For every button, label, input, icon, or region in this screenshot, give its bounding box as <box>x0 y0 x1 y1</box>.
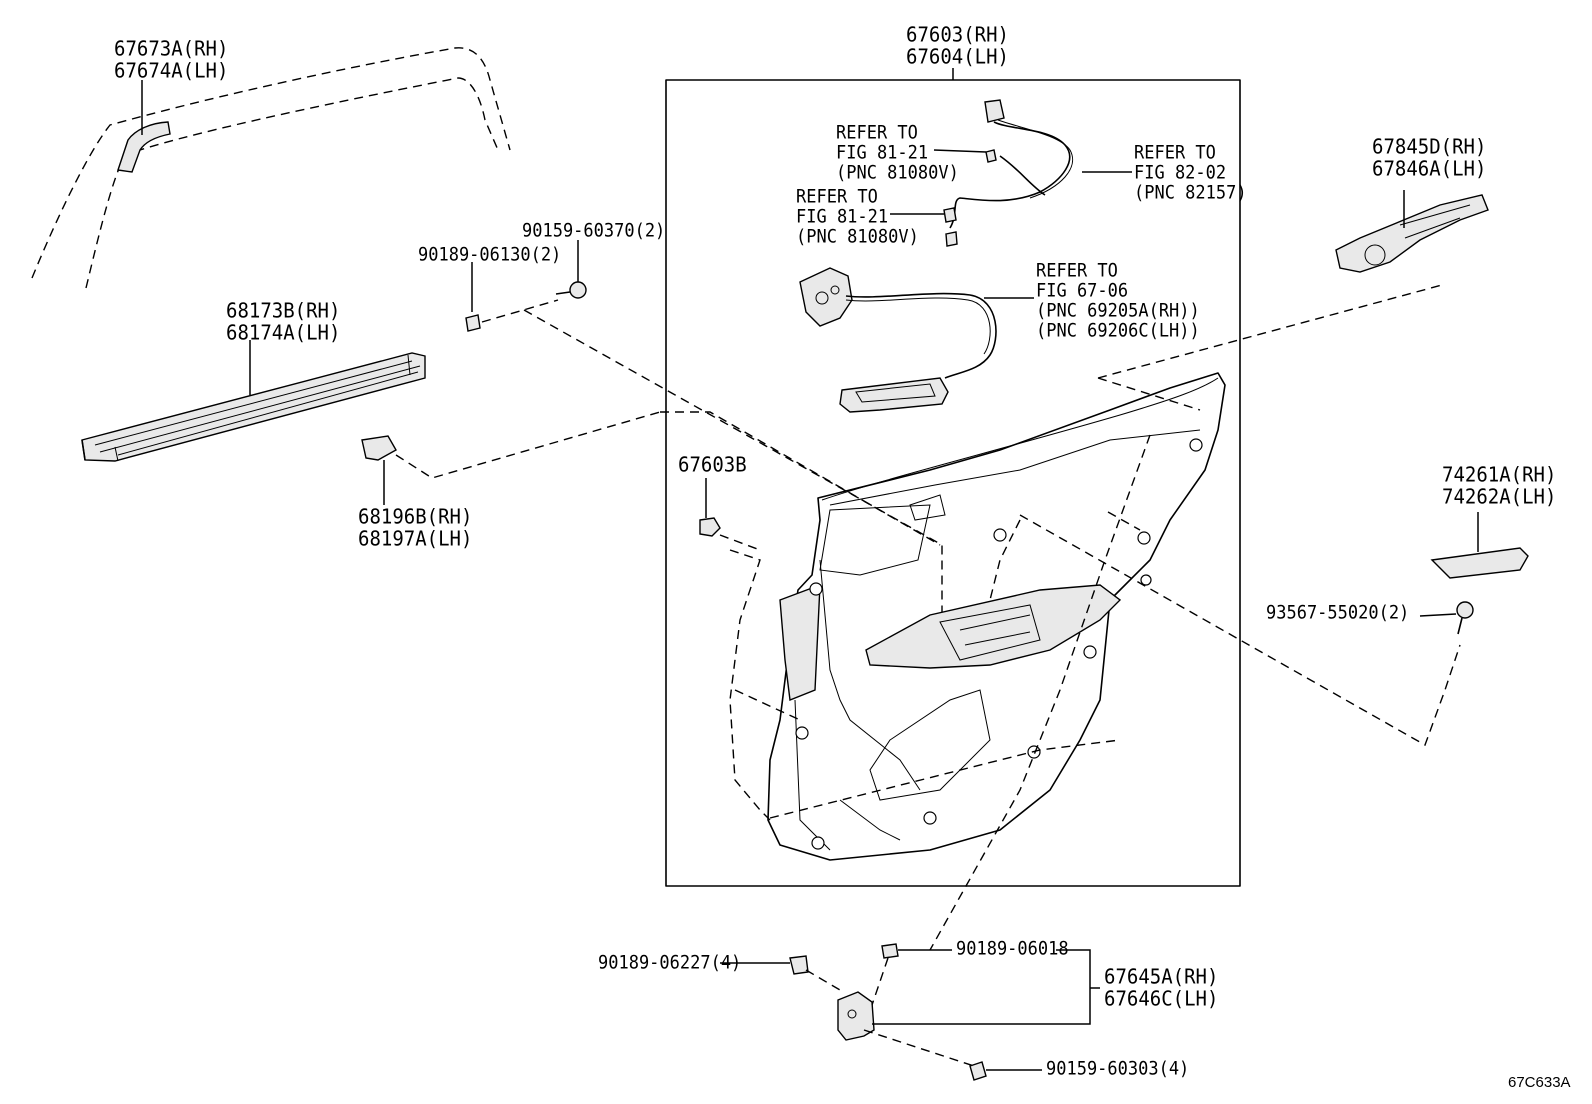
screw-c-part <box>969 1061 987 1081</box>
ref-wiring-3-line1: REFER TO <box>796 186 878 208</box>
belt-weatherstrip-label-rh: 68173B(RH) <box>226 299 341 323</box>
belt-weatherstrip-part <box>81 352 426 462</box>
ref-wiring-2-line2: FIG 82-02 <box>1134 162 1227 184</box>
ref-wiring-2-line1: REFER TO <box>1134 142 1216 164</box>
ref-wiring-3-line3: (PNC 81080V) <box>796 226 919 248</box>
bracket-label-rh: 67645A(RH) <box>1104 965 1219 989</box>
clip-a-label: 90189-06130(2) <box>418 244 562 266</box>
switch-base-label-rh: 67845D(RH) <box>1372 135 1487 159</box>
screw-c-label: 90159-60303(4) <box>1046 1058 1190 1080</box>
door-frame-outline <box>31 47 511 289</box>
weatherstrip-clip-label-lh: 68197A(LH) <box>358 527 473 551</box>
door-trim-panel-part <box>767 372 1226 861</box>
bracket-label-lh: 67646C(LH) <box>1104 987 1219 1011</box>
figure-id: 67C633A <box>1508 1074 1571 1091</box>
switch-base-label-lh: 67846A(LH) <box>1372 157 1487 181</box>
clip-b-label: 90189-06227(4) <box>598 952 742 974</box>
switch-base-part <box>1335 194 1489 273</box>
door-trim-panel-label-rh: 67603(RH) <box>906 23 1009 47</box>
panel-clip-label: 67603B <box>678 453 747 477</box>
belt-moulding-label-rh: 67673A(RH) <box>114 37 229 61</box>
clip-a-part <box>465 314 481 332</box>
ref-wiring-1-line3: (PNC 81080V) <box>836 162 959 184</box>
ref-wiring-1-line2: FIG 81-21 <box>836 142 929 164</box>
inner-handle-part <box>799 267 997 413</box>
ref-handle-line3: (PNC 69205A(RH)) <box>1036 300 1200 322</box>
clip-b-part <box>789 955 809 975</box>
screw-a-part <box>555 281 587 299</box>
wiring-harness-part <box>943 99 1073 247</box>
ref-wiring-1-line1: REFER TO <box>836 122 918 144</box>
screw-a-label: 90159-60370(2) <box>522 220 666 242</box>
clip-c-part <box>881 943 899 959</box>
screw-b-part <box>1456 601 1474 635</box>
belt-moulding-label-lh: 67674A(LH) <box>114 59 229 83</box>
door-trim-panel-label-lh: 67604(LH) <box>906 45 1009 69</box>
assembly-lines <box>660 284 1461 951</box>
ref-wiring-2-line3: (PNC 82157) <box>1134 182 1247 204</box>
belt-weatherstrip-label-lh: 68174A(LH) <box>226 321 341 345</box>
bracket-part <box>837 991 875 1041</box>
armrest-cover-label-lh: 74262A(LH) <box>1442 485 1557 509</box>
ref-handle-line4: (PNC 69206C(LH)) <box>1036 320 1200 342</box>
clip-c-label: 90189-06018 <box>956 938 1069 960</box>
panel-clip-part <box>699 517 721 537</box>
ref-wiring-3-line2: FIG 81-21 <box>796 206 889 228</box>
screw-b-label: 93567-55020(2) <box>1266 602 1410 624</box>
armrest-cover-label-rh: 74261A(RH) <box>1442 463 1557 487</box>
armrest-cover-part <box>1430 547 1529 579</box>
ref-handle-line2: FIG 67-06 <box>1036 280 1129 302</box>
weatherstrip-clip-label-rh: 68196B(RH) <box>358 505 473 529</box>
weatherstrip-clip-part <box>361 435 397 461</box>
ref-handle-line1: REFER TO <box>1036 260 1118 282</box>
belt-moulding-part <box>117 121 171 173</box>
